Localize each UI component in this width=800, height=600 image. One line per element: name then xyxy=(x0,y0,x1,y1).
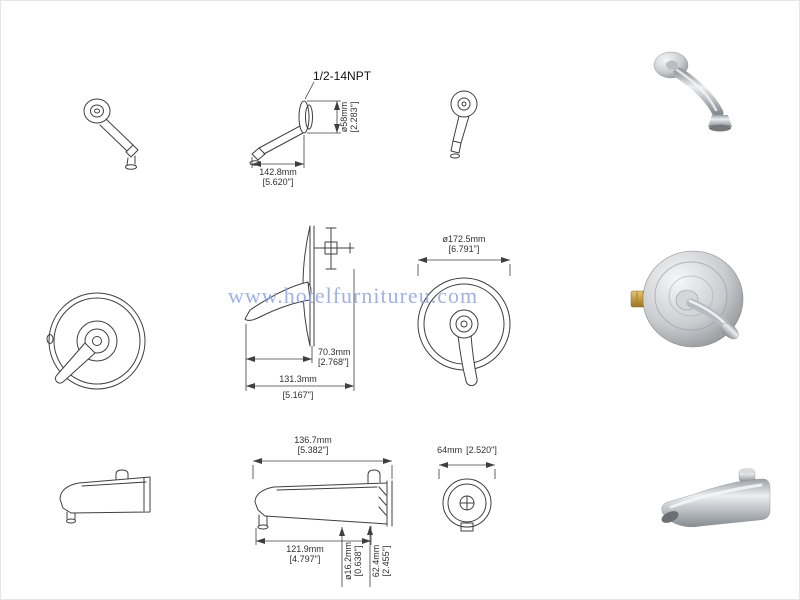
plate-dia-mm: ø172.5mm xyxy=(442,234,485,244)
tub-spout-dimension-drawing: 136.7mm [5.382"] 121.9mm [4.797"] ø16.2m… xyxy=(252,435,393,587)
shower-arm-dimension-drawing: 1/2-14NPT 142.8mm [5.620"] ø58mm [2.283"… xyxy=(249,69,372,187)
outlet-dia-mm: ø16.2mm xyxy=(343,542,353,580)
valve-body-cross xyxy=(313,227,355,270)
valve-trim-front-line-drawing xyxy=(46,292,146,390)
tub-spout-end-view: 64mm[2.520"] xyxy=(437,445,497,532)
outlet-dia-inch: [0.638"] xyxy=(353,546,363,577)
tub-spout-line-drawing xyxy=(59,469,151,524)
valve-trim-side-dimension-drawing: 70.3mm [2.768"] 131.3mm [5.167"] xyxy=(244,225,355,400)
spout-length-inch: [5.382"] xyxy=(298,445,329,455)
valve-lever-front xyxy=(457,334,478,387)
overall-length-dimension: 136.7mm [5.382"] xyxy=(252,435,393,479)
spout-height-inch: [2.455"] xyxy=(381,546,391,577)
plate-diameter-dimension: ø172.5mm [6.791"] xyxy=(417,234,511,276)
thread-leader-line xyxy=(304,81,315,100)
end-width-label: 64mm[2.520"] xyxy=(437,445,497,455)
valve-lever-side xyxy=(244,281,311,321)
spout-body-mm: 121.9mm xyxy=(286,544,324,554)
tub-spout-photo xyxy=(661,468,771,528)
spout-length-mm: 136.7mm xyxy=(294,435,332,445)
end-width-dimension: 64mm[2.520"] xyxy=(437,445,497,479)
spout-body-inch: [4.797"] xyxy=(290,554,321,564)
valve-trim-photo xyxy=(630,250,744,348)
overall-depth-inch: [5.167"] xyxy=(283,390,314,400)
watermark-text: www.hotelfurnitureu.com xyxy=(228,283,479,308)
arm-length-mm: 142.8mm xyxy=(259,167,297,177)
plate-dia-inch: [6.791"] xyxy=(449,244,480,254)
spout-height-mm: 62.4mm xyxy=(371,545,381,578)
shower-arm-photo xyxy=(653,51,732,132)
arm-length-dimension: 142.8mm [5.620"] xyxy=(251,135,305,187)
flange-dia-mm: ø58mm xyxy=(339,102,349,133)
overall-depth-dimension: 131.3mm [5.167"] xyxy=(245,269,355,400)
flange-dia-inch: [2.283"] xyxy=(349,102,359,133)
shower-arm-line-drawing-left xyxy=(83,98,139,170)
handle-depth-inch: [2.768"] xyxy=(318,357,349,367)
arm-length-inch: [5.620"] xyxy=(263,177,294,187)
valve-lever xyxy=(54,342,96,384)
handle-depth-dimension: 70.3mm [2.768"] xyxy=(245,324,351,367)
handle-depth-mm: 70.3mm xyxy=(318,347,351,357)
spout-height-dimension: 62.4mm [2.455"] xyxy=(367,526,391,587)
thread-size-label: 1/2-14NPT xyxy=(313,69,372,83)
flange-diameter-dimension: ø58mm [2.283"] xyxy=(307,100,359,134)
valve-trim-front-dimension-drawing: ø172.5mm [6.791"] xyxy=(417,234,511,387)
shower-arm-line-drawing-right xyxy=(450,90,478,159)
outlet-diameter-dimension: ø16.2mm [0.638"] xyxy=(339,527,363,587)
overall-depth-mm: 131.3mm xyxy=(279,374,317,384)
